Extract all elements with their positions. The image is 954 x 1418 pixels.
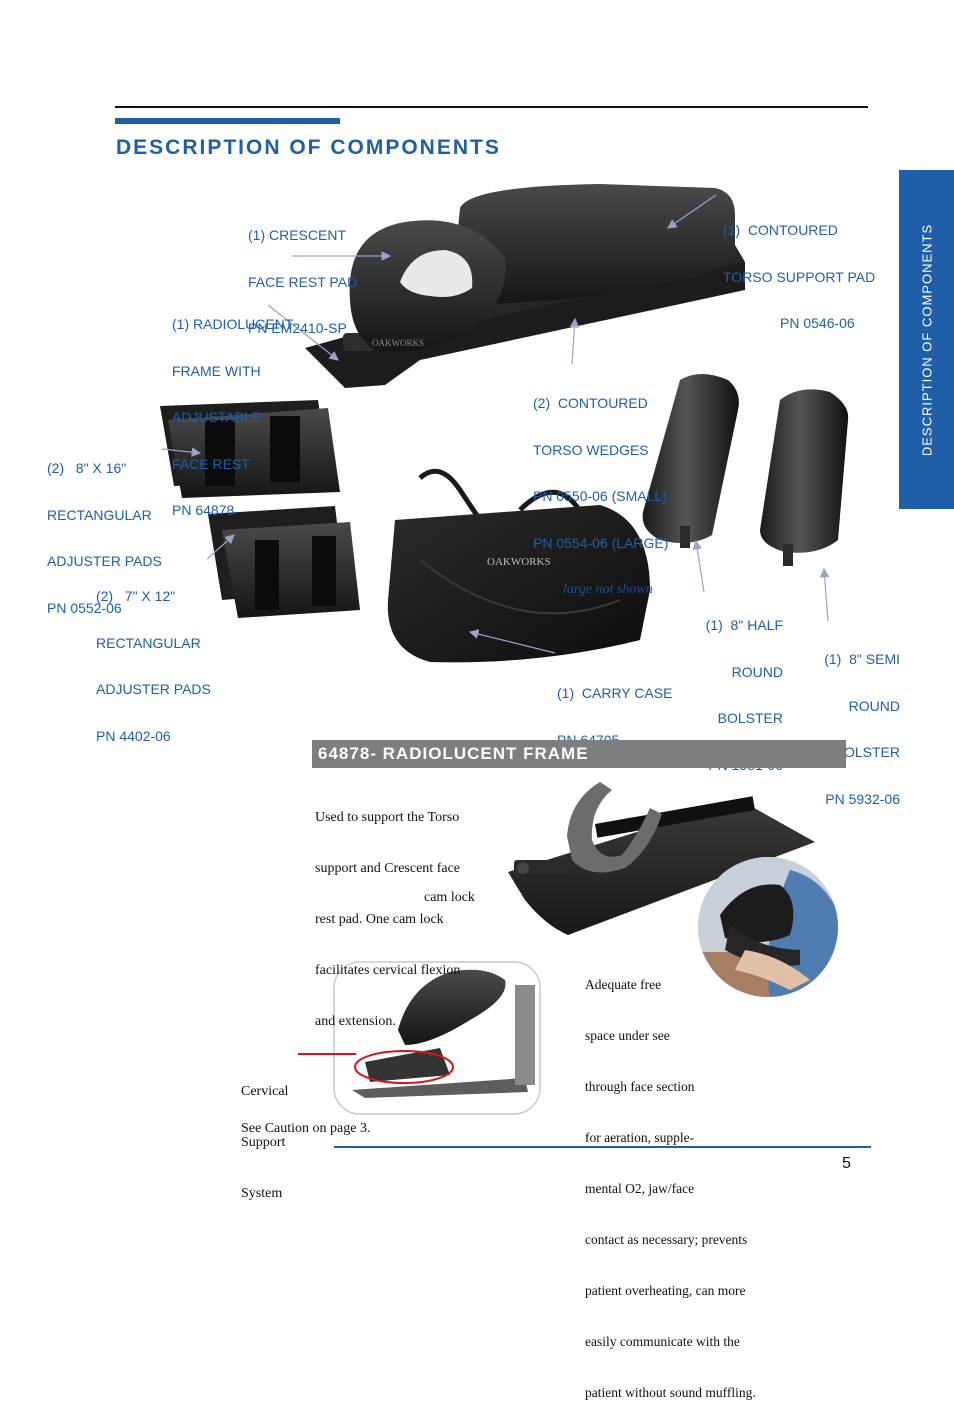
- label-line: FACE REST PAD: [248, 273, 358, 290]
- label-line: ROUND: [848, 697, 900, 714]
- cervical-support-inset: [298, 961, 541, 1115]
- text-line: patient overheating, can more: [585, 1283, 746, 1298]
- label-line: (1) 8" HALF: [705, 617, 783, 633]
- label-line: ADJUSTER PADS: [47, 553, 162, 569]
- label-line: BOLSTER: [834, 744, 900, 760]
- crescent-face-rest-label: (1) CRESCENT FACE REST PAD PN EM2410-SP: [248, 197, 357, 352]
- component-illustrations: OAKWORKS OAKWORKS: [160, 184, 849, 1115]
- label-line: RECTANGULAR: [96, 634, 201, 651]
- label-line: PN EM2410-SP: [248, 320, 347, 336]
- label-line: ADJUSTABLE: [172, 409, 262, 425]
- caution-note: See Caution on page 3.: [241, 1121, 371, 1136]
- section-side-tab: DESCRIPTION OF COMPONENTS: [899, 170, 954, 509]
- radiolucent-frame-banner: 64878- RADIOLUCENT FRAME: [312, 740, 846, 768]
- label-line: PN 5932-06: [825, 790, 900, 807]
- page-number: 5: [842, 1155, 851, 1172]
- top-rule: [115, 106, 868, 108]
- text-line: mental O2, jaw/face: [585, 1181, 695, 1196]
- label-line: FACE REST: [172, 455, 250, 472]
- label-line: ROUND: [731, 663, 783, 680]
- text-line: contact as necessary; prevents: [585, 1232, 748, 1247]
- label-line: PN 0550-06 (SMALL): [533, 488, 667, 504]
- label-line: TORSO WEDGES: [533, 441, 649, 458]
- semi-round-bolster-image: [760, 389, 849, 566]
- text-line: rest pad. One cam lock: [315, 912, 444, 927]
- label-line: (2) 8" X 16": [47, 460, 127, 476]
- frame-description: Used to support the Torso support and Cr…: [315, 775, 460, 1047]
- free-space-note: Adequate free space under see through fa…: [585, 942, 756, 1418]
- text-line: patient without sound muffling.: [585, 1385, 756, 1400]
- torso-wedges-label: (2) CONTOURED TORSO WEDGES PN 0550-06 (S…: [533, 365, 668, 613]
- banner-title: 64878- RADIOLUCENT FRAME: [318, 744, 589, 763]
- text-line: System: [241, 1186, 283, 1201]
- cervical-support-label: Cervical Support System: [241, 1049, 288, 1219]
- label-line: PN 0552-06: [47, 599, 122, 616]
- leader-arrows: [161, 194, 830, 654]
- label-line: (1) CARRY CASE: [557, 685, 673, 701]
- cam-lock-label: cam lock: [424, 890, 475, 905]
- label-line: (2) 7" X 12": [96, 588, 176, 604]
- label-line: (1) CRESCENT: [248, 227, 347, 243]
- label-line: PN 0554-06 (LARGE): [533, 534, 669, 551]
- label-line: FRAME WITH: [172, 362, 261, 379]
- radiolucent-frame-label: (1) RADIOLUCENT FRAME WITH ADJUSTABLE FA…: [172, 286, 293, 534]
- text-line: and extension.: [315, 1014, 396, 1029]
- text-line: easily communicate with the: [585, 1334, 740, 1349]
- semi-round-bolster-label: (1) 8" SEMI ROUND BOLSTER PN 5932-06: [796, 621, 900, 823]
- label-line: PN 4402-06: [96, 727, 171, 744]
- carry-case-image: OAKWORKS: [387, 468, 650, 663]
- label-line: ADJUSTER PADS: [96, 681, 211, 697]
- pads-8x16-image: [160, 400, 340, 498]
- patient-photo-image: [698, 857, 838, 997]
- text-line: through face section: [585, 1079, 695, 1094]
- label-line: TORSO SUPPORT PAD: [723, 268, 876, 285]
- text-line: for aeration, supple-: [585, 1130, 695, 1145]
- text-line: Used to support the Torso: [315, 810, 460, 825]
- label-line: (1) RADIOLUCENT: [172, 316, 294, 332]
- label-line: (1) CONTOURED: [723, 222, 838, 238]
- text-line: Support: [241, 1135, 286, 1150]
- label-line: PN 0546-06: [780, 315, 855, 331]
- half-round-bolster-image: [642, 374, 739, 548]
- pads-8x16-label: (2) 8" X 16" RECTANGULAR ADJUSTER PADS P…: [47, 430, 162, 632]
- pads-7x12-label: (2) 7" X 12" RECTANGULAR ADJUSTER PADS P…: [96, 558, 211, 760]
- text-line: space under see: [585, 1028, 670, 1043]
- label-line: BOLSTER: [717, 710, 783, 726]
- torso-support-pad-label: (1) CONTOURED TORSO SUPPORT PAD PN 0546-…: [723, 192, 875, 347]
- frame-detail-image: [508, 782, 815, 935]
- label-note: large not shown: [563, 582, 653, 597]
- title-accent-bar: [115, 118, 340, 124]
- torso-support-pad-image: [455, 184, 735, 305]
- bag-logo: OAKWORKS: [487, 556, 551, 568]
- text-line: Adequate free: [585, 977, 662, 992]
- text-line: support and Crescent face: [315, 861, 460, 876]
- text-line: Cervical: [241, 1084, 289, 1099]
- footer-rule: [334, 1146, 871, 1148]
- label-line: PN 64878: [172, 502, 235, 518]
- text-line: facilitates cervical flexion: [315, 963, 461, 978]
- page-title: DESCRIPTION OF COMPONENTS: [116, 136, 501, 159]
- label-line: RECTANGULAR: [47, 506, 152, 523]
- label-line: (2) CONTOURED: [533, 395, 648, 411]
- label-line: (1) 8" SEMI: [824, 651, 900, 667]
- crescent-logo: OAKWORKS: [372, 338, 424, 348]
- pads-7x12-image: [208, 506, 360, 618]
